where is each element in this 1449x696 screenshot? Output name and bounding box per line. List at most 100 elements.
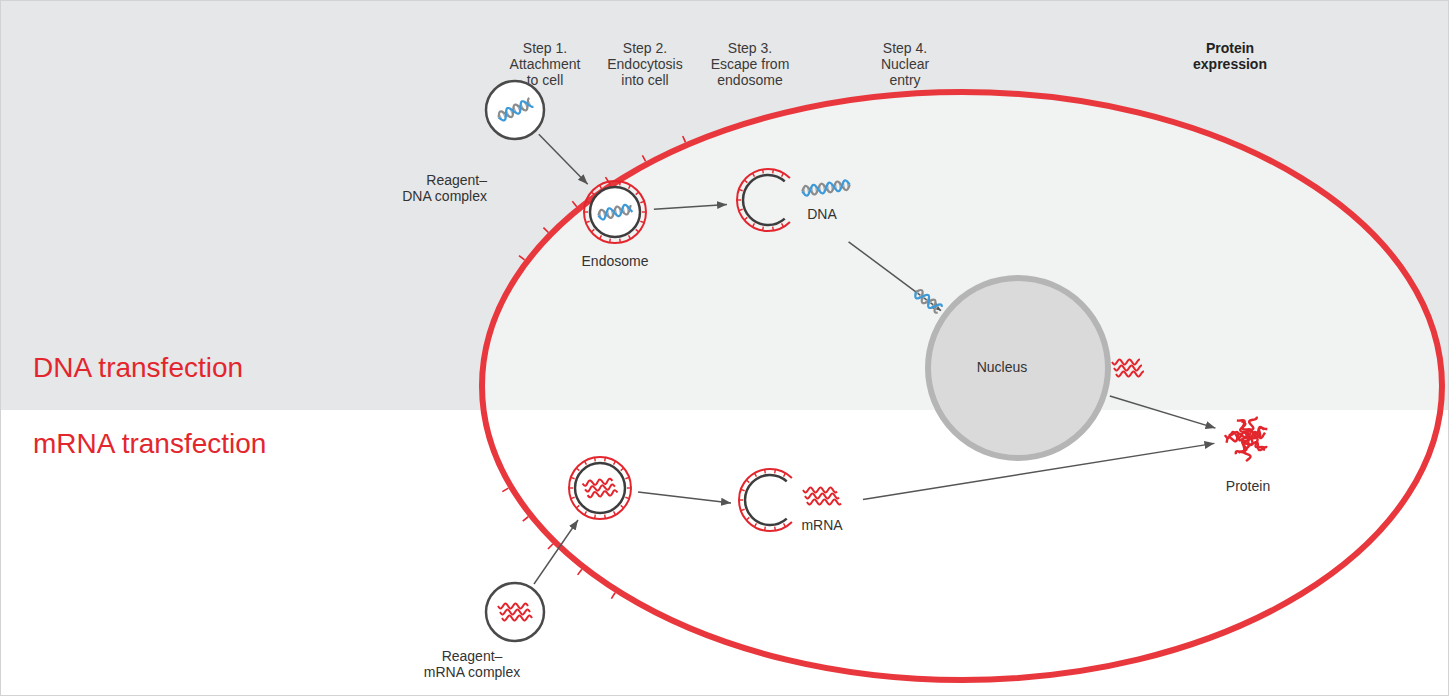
step-heading: Step 4. Nuclear entry: [865, 40, 945, 88]
endosome-tick: [625, 497, 629, 498]
endosome-outer: [569, 457, 631, 519]
endosome-tick: [739, 189, 743, 190]
endosome-tick: [772, 227, 774, 231]
endosome-inner: [743, 175, 785, 225]
flow-arrow: [1110, 396, 1216, 428]
nucleus-node: Nucleus: [925, 275, 1111, 461]
mrna-strand: [805, 494, 839, 499]
endosome-tick: [600, 185, 602, 188]
membrane-receptor: [548, 544, 553, 549]
complex-d-n-a-node: Reagent– DNA complex: [484, 79, 546, 141]
flow-arrow: [638, 492, 731, 503]
step-heading: Step 3. Escape from endosome: [710, 40, 790, 88]
dna-helix: [497, 98, 534, 122]
endosome-tick: [744, 217, 747, 220]
endosome-tick: [636, 229, 639, 232]
helix-strand: [913, 288, 943, 314]
node-shape: [484, 79, 546, 141]
esc-r-n-a-node: mRNA: [735, 470, 860, 550]
mrna-strand: [500, 610, 530, 615]
nucleus-circle: [928, 278, 1108, 458]
mrna-strands: [1112, 360, 1144, 377]
endosome-tick: [594, 515, 596, 519]
mrna-strand: [803, 488, 837, 493]
endosome-tick: [746, 480, 749, 483]
endosome-outer: [739, 469, 792, 531]
endosome-tick: [576, 505, 579, 508]
broken-endosome: [737, 169, 790, 231]
mrna-strands: [803, 488, 841, 505]
broken-endosome: [739, 469, 792, 531]
node-shape: [735, 470, 860, 550]
endosome-tick: [741, 489, 745, 490]
endosome-tick: [591, 229, 594, 232]
endosome-tick: [629, 235, 631, 238]
band-heading: mRNA transfection: [33, 428, 333, 460]
mrna-strand: [498, 604, 528, 609]
endosome-tick: [753, 173, 755, 176]
node-label: Nucleus: [952, 359, 1052, 375]
membrane-receptor: [519, 256, 525, 260]
endosome-tick: [764, 469, 766, 473]
endosome-tick: [774, 527, 776, 531]
endosome-tick: [591, 192, 594, 195]
endosome-tick: [636, 192, 639, 195]
endosome-tick: [569, 487, 573, 488]
mrna-strands: [582, 478, 617, 498]
membrane-receptor: [611, 593, 615, 599]
endosome-tick: [585, 511, 587, 514]
endosome-tick: [604, 515, 606, 519]
membrane-receptor: [578, 569, 582, 575]
endosome-inner: [590, 187, 640, 237]
endosome-tick: [746, 517, 749, 520]
protein-cluster: [1225, 415, 1267, 461]
endosome-tick: [629, 185, 631, 188]
endosome-tick: [772, 169, 774, 173]
endosome-tick: [586, 201, 590, 202]
endosome-tick: [571, 497, 575, 498]
complex-circle: [486, 81, 544, 139]
flow-arrow: [849, 242, 941, 311]
protein-node: Protein: [1215, 407, 1281, 469]
endosome-tick: [640, 221, 644, 222]
illustration-details: [502, 136, 1144, 599]
complex-circle: [486, 583, 544, 641]
helix-strand: [497, 98, 534, 122]
endosome-tick: [600, 235, 602, 238]
mrna-strand: [585, 484, 615, 491]
band-heading: DNA transfection: [33, 352, 333, 384]
step-heading: Step 2. Endocytosis into cell: [605, 40, 685, 88]
endosome-outer: [737, 169, 790, 231]
node-label: Protein: [1198, 478, 1298, 494]
endo-d-n-a-node: Endosome: [579, 176, 651, 248]
endosome-tick: [744, 180, 747, 183]
endosome-tick: [576, 468, 579, 471]
helix-strand: [597, 204, 632, 221]
protein-strand: [1225, 426, 1265, 444]
node-label: Reagent– mRNA complex: [421, 648, 523, 680]
endosome-tick: [621, 468, 624, 471]
mrna-strand: [502, 616, 532, 621]
mrna-strand: [807, 500, 841, 505]
endosome-tick: [609, 239, 611, 243]
esc-d-n-a-node: DNA: [730, 160, 855, 240]
endosome-tick: [594, 457, 596, 461]
endosome-vesicle: [569, 457, 631, 519]
endosome-tick: [586, 221, 590, 222]
endosome-tick: [782, 223, 784, 226]
node-label: Reagent– DNA complex: [397, 172, 487, 204]
mrna-strand: [1116, 372, 1144, 377]
membrane-receptor: [572, 201, 576, 206]
flow-arrow: [534, 520, 578, 584]
endosome-tick: [604, 457, 606, 461]
helix-strand: [597, 204, 632, 221]
endosome-tick: [585, 461, 587, 464]
endosome-tick: [764, 527, 766, 531]
complex-r-n-a-node: Reagent– mRNA complex: [484, 581, 546, 643]
dna-helix: [802, 180, 851, 196]
mrna-strand: [587, 490, 617, 497]
membrane-receptor: [642, 155, 645, 161]
membrane-receptor: [683, 136, 686, 142]
endosome-outer: [584, 181, 646, 243]
